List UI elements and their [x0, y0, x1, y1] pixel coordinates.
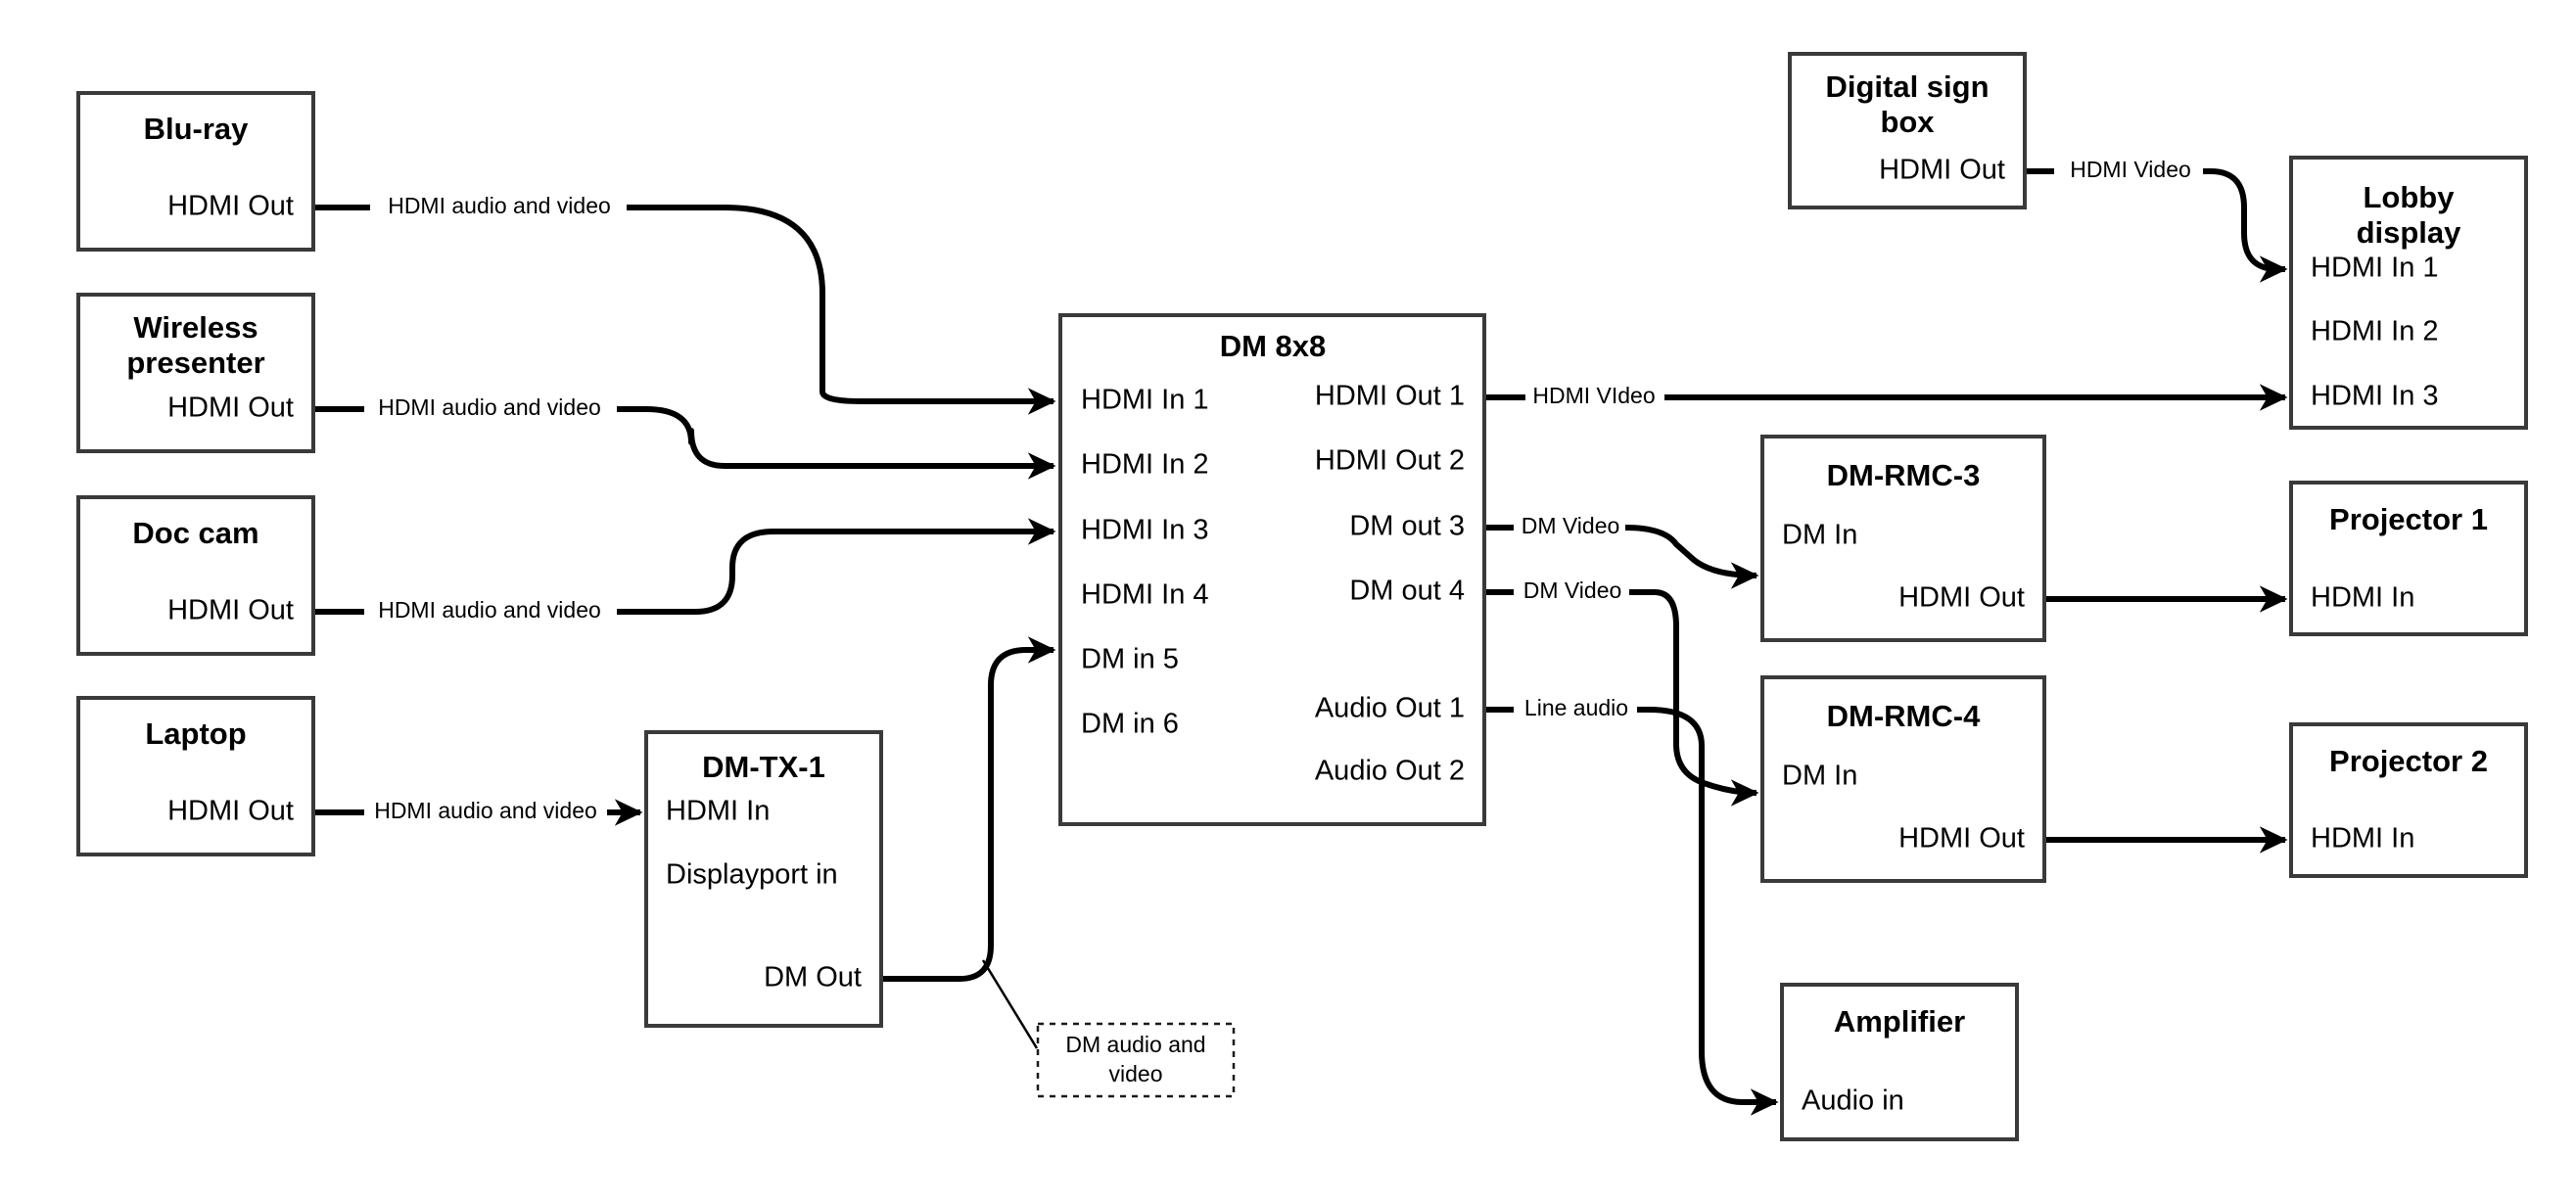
- port-dm8x8-dm-out-3: DM out 3: [1349, 511, 1465, 542]
- node-wireless-presenter[interactable]: Wireless presenter HDMI Out: [76, 293, 315, 453]
- port-dm8x8-hdmi-in-3: HDMI In 3: [1081, 515, 1209, 546]
- port-bluray-hdmi-out: HDMI Out: [167, 191, 294, 222]
- node-title-wireless-line1: Wireless: [133, 310, 258, 345]
- port-dm8x8-audio-out-2: Audio Out 2: [1315, 756, 1465, 787]
- node-title-dmrmc4: DM-RMC-4: [1827, 699, 1981, 733]
- port-dmrmc4-hdmi-out: HDMI Out: [1898, 823, 2025, 855]
- node-title-dm8x8: DM 8x8: [1220, 329, 1327, 363]
- port-dm8x8-hdmi-in-2: HDMI In 2: [1081, 449, 1209, 481]
- link-bluray-to-dm8x8-in1: HDMI audio and video: [313, 193, 1056, 415]
- port-dmtx1-dm-out: DM Out: [764, 962, 862, 993]
- edge-label-hdmi-video-lobby: HDMI VIdeo: [1532, 383, 1655, 408]
- node-projector-1[interactable]: Projector 1 HDMI In: [2289, 481, 2528, 636]
- node-title-projector1: Projector 1: [2329, 502, 2488, 536]
- note-line2: video: [1109, 1061, 1163, 1086]
- node-laptop[interactable]: Laptop HDMI Out: [76, 696, 315, 856]
- port-dm8x8-hdmi-out-2: HDMI Out 2: [1315, 445, 1465, 477]
- edge-label-laptop: HDMI audio and video: [374, 798, 597, 823]
- port-dmrmc3-hdmi-out: HDMI Out: [1898, 582, 2025, 614]
- node-dm-tx-1[interactable]: DM-TX-1 HDMI In Displayport in DM Out: [644, 730, 883, 1028]
- port-dm8x8-dm-out-4: DM out 4: [1349, 576, 1465, 607]
- node-title-bluray: Blu-ray: [144, 112, 250, 146]
- port-lobby-hdmi-in-2: HDMI In 2: [2311, 316, 2439, 347]
- node-dm-rmc-4[interactable]: DM-RMC-4 DM In HDMI Out: [1760, 675, 2046, 883]
- edge-label-hdmi-video-sign: HDMI Video: [2070, 157, 2191, 182]
- port-projector1-hdmi-in: HDMI In: [2311, 582, 2414, 614]
- note-dm-audio-and-video: DM audio and video: [1036, 1022, 1236, 1098]
- port-dm8x8-dm-in-6: DM in 6: [1081, 709, 1179, 740]
- node-lobby-display[interactable]: Lobby display HDMI In 1 HDMI In 2 HDMI I…: [2289, 156, 2528, 430]
- edge-label-dm-video-3: DM Video: [1522, 513, 1620, 538]
- port-dmtx1-hdmi-in: HDMI In: [666, 796, 770, 827]
- link-dm8x8-out1-to-lobby-in3: HDMI VIdeo: [1484, 383, 2288, 411]
- link-dmtx1-to-dm8x8-in5: [881, 636, 1056, 982]
- node-title-digitalsign-line2: box: [1880, 105, 1935, 139]
- port-dmrmc3-dm-in: DM In: [1782, 520, 1857, 551]
- port-digitalsign-hdmi-out: HDMI Out: [1879, 155, 2005, 186]
- port-lobby-hdmi-in-3: HDMI In 3: [2311, 381, 2439, 412]
- node-title-dmrmc3: DM-RMC-3: [1827, 458, 1981, 492]
- callout-leader-line: [981, 959, 1039, 1049]
- port-dm8x8-hdmi-in-4: HDMI In 4: [1081, 579, 1209, 611]
- node-title-laptop: Laptop: [145, 716, 246, 751]
- node-digital-sign-box[interactable]: Digital sign box HDMI Out: [1788, 52, 2027, 209]
- edge-label-dm-video-4: DM Video: [1523, 577, 1622, 603]
- port-doccam-hdmi-out: HDMI Out: [167, 595, 294, 626]
- node-title-amplifier: Amplifier: [1834, 1004, 1965, 1039]
- port-dmrmc4-dm-in: DM In: [1782, 761, 1857, 792]
- node-title-lobby-line1: Lobby: [2364, 180, 2456, 214]
- link-dm8x8-out3-to-rmc3: DM Video: [1484, 513, 1759, 589]
- link-digitalsign-to-lobby-in1: HDMI Video: [2025, 157, 2288, 283]
- node-title-projector2: Projector 2: [2329, 744, 2488, 778]
- link-doccam-to-dm8x8-in3: HDMI audio and video: [313, 518, 1056, 623]
- edge-label-line-audio: Line audio: [1524, 695, 1628, 720]
- node-title-lobby-line2: display: [2357, 215, 2462, 250]
- node-dm-rmc-3[interactable]: DM-RMC-3 DM In HDMI Out: [1760, 435, 2046, 642]
- link-dm8x8-audioout1-to-amplifier: Line audio: [1484, 695, 1779, 1116]
- node-title-dmtx1: DM-TX-1: [702, 750, 825, 784]
- link-laptop-to-dmtx1: HDMI audio and video: [313, 798, 643, 826]
- node-bluray[interactable]: Blu-ray HDMI Out: [76, 91, 315, 252]
- port-dm8x8-hdmi-out-1: HDMI Out 1: [1315, 381, 1465, 412]
- note-line1: DM audio and: [1065, 1032, 1205, 1057]
- link-wireless-to-dm8x8-in2: HDMI audio and video: [313, 394, 1056, 480]
- node-title-doccam: Doc cam: [132, 516, 258, 550]
- port-lobby-hdmi-in-1: HDMI In 1: [2311, 253, 2439, 284]
- port-dm8x8-dm-in-5: DM in 5: [1081, 644, 1179, 675]
- port-laptop-hdmi-out: HDMI Out: [167, 796, 294, 827]
- node-amplifier[interactable]: Amplifier Audio in: [1780, 983, 2019, 1141]
- port-dmtx1-displayport-in: Displayport in: [666, 859, 838, 891]
- edge-label-wireless: HDMI audio and video: [378, 394, 601, 420]
- node-title-wireless-line2: presenter: [126, 346, 264, 380]
- port-amplifier-audio-in: Audio in: [1802, 1086, 1904, 1117]
- port-dm8x8-audio-out-1: Audio Out 1: [1315, 693, 1465, 724]
- node-doc-cam[interactable]: Doc cam HDMI Out: [76, 495, 315, 656]
- link-dm8x8-out4-to-rmc4: DM Video: [1484, 577, 1759, 807]
- node-dm-8x8[interactable]: DM 8x8 HDMI In 1 HDMI In 2 HDMI In 3 HDM…: [1058, 313, 1486, 826]
- port-wireless-hdmi-out: HDMI Out: [167, 393, 294, 424]
- port-projector2-hdmi-in: HDMI In: [2311, 823, 2414, 855]
- edge-label-doccam: HDMI audio and video: [378, 597, 601, 623]
- node-title-digitalsign-line1: Digital sign: [1825, 69, 1989, 104]
- node-projector-2[interactable]: Projector 2 HDMI In: [2289, 722, 2528, 878]
- port-dm8x8-hdmi-in-1: HDMI In 1: [1081, 385, 1209, 416]
- edge-label-bluray: HDMI audio and video: [388, 193, 611, 218]
